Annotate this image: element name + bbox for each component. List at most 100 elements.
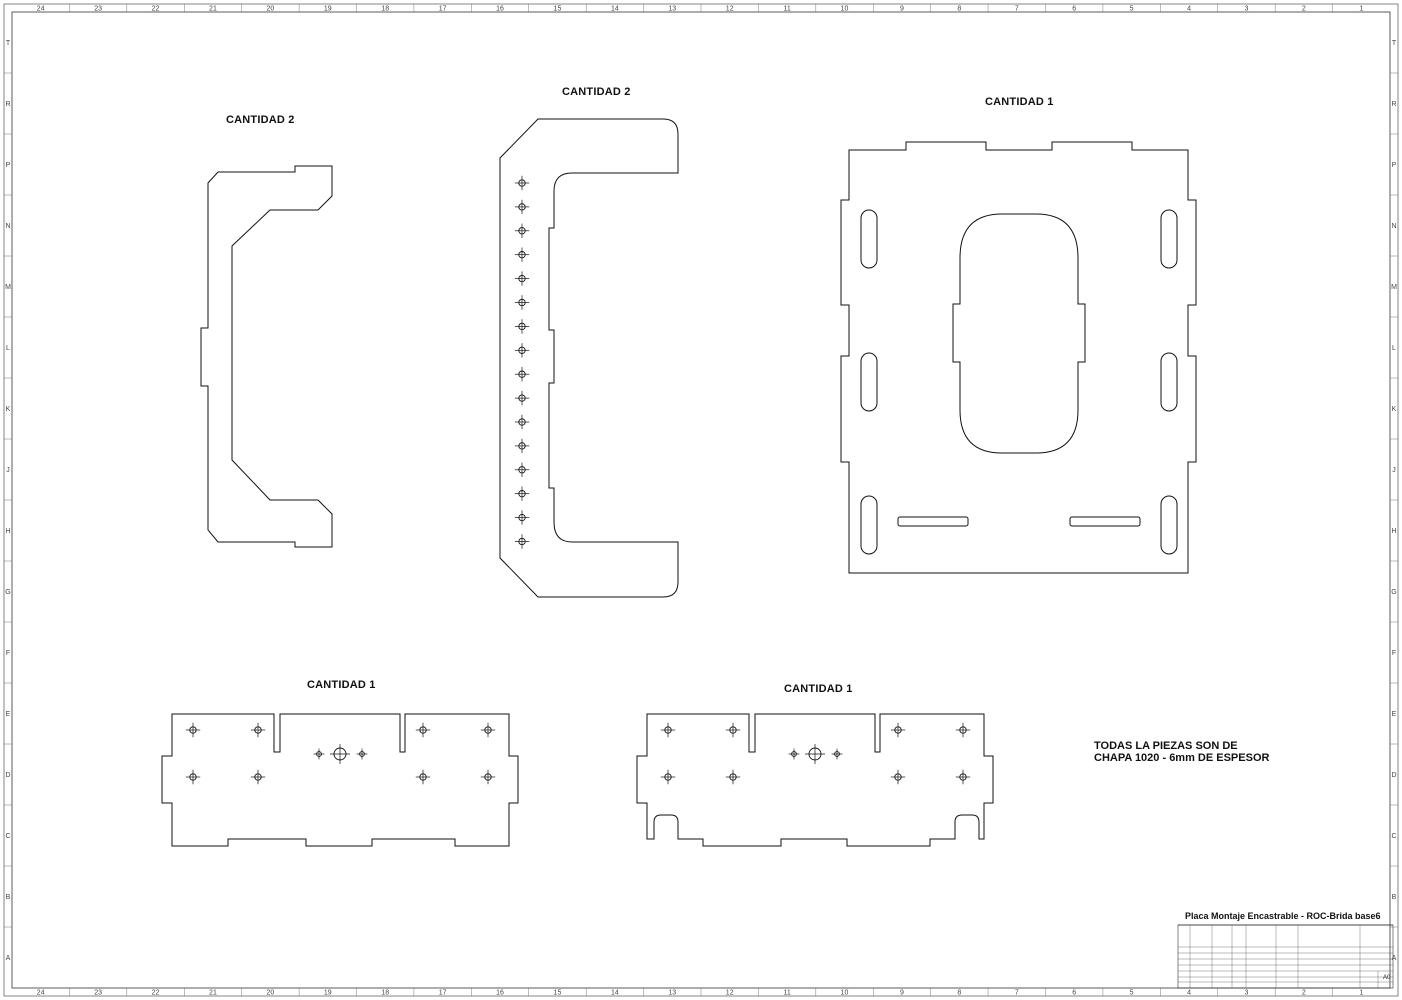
flange-left-quantity-label: CANTIDAD 1	[307, 679, 376, 691]
flange-right-outline	[636, 713, 994, 847]
border-column-number: 21	[209, 990, 217, 997]
base-plate-slot	[860, 209, 878, 269]
border-column-number: 16	[496, 6, 504, 13]
border-column-number: 20	[266, 990, 274, 997]
border-column-number: 6	[1072, 990, 1076, 997]
border-row-letter: M	[1391, 284, 1397, 291]
inner-border	[11, 11, 1391, 989]
border-row-letter: F	[1392, 650, 1396, 657]
base-plate-slot	[1160, 495, 1178, 555]
border-row-letter: M	[5, 284, 11, 291]
border-column-number: 8	[957, 6, 961, 13]
material-note-line-1: TODAS LA PIEZAS SON DE	[1094, 740, 1238, 752]
border-column-number: 14	[611, 6, 619, 13]
border-row-letter: D	[5, 772, 10, 779]
mounting-hole	[890, 769, 906, 785]
mounting-hole	[250, 722, 266, 738]
border-column-number: 11	[783, 6, 790, 13]
mounting-hole	[514, 390, 530, 406]
title-block-sheet-size: A0	[1383, 975, 1391, 981]
border-column-number: 15	[554, 6, 562, 13]
flange-left-hole-pattern	[185, 722, 496, 785]
pin-hole	[313, 748, 325, 760]
flange-right-quantity-label: CANTIDAD 1	[784, 683, 853, 695]
center-hole	[330, 744, 350, 764]
mounting-hole	[725, 722, 741, 738]
mounting-hole	[514, 199, 530, 215]
title-block-grid	[1178, 925, 1393, 988]
mounting-hole	[514, 319, 530, 334]
border-row-letter: P	[6, 162, 11, 169]
flange-right-part: CANTIDAD 1	[636, 683, 994, 847]
border-column-number: 18	[381, 6, 389, 13]
mounting-hole	[480, 722, 496, 738]
flange-left-outline	[161, 713, 519, 847]
bracket-left-outline	[200, 165, 333, 548]
border-row-letter: N	[1391, 223, 1396, 230]
border-column-number: 9	[900, 990, 904, 997]
border-column-number: 20	[266, 6, 274, 13]
pin-hole	[356, 748, 368, 760]
mounting-hole	[725, 769, 741, 785]
border-row-letter: A	[1392, 955, 1397, 962]
border-row-letter: L	[6, 345, 10, 352]
title-block-title: Placa Montaje Encastrable - ROC-Brida ba…	[1185, 911, 1381, 921]
border-row-letter: K	[6, 406, 11, 413]
border-row-letter: R	[5, 101, 10, 108]
border-row-letter: D	[1391, 772, 1396, 779]
border-column-number: 16	[496, 990, 504, 997]
mounting-hole	[955, 722, 971, 738]
flange-right-hole-pattern	[660, 722, 971, 785]
border-column-number: 21	[209, 6, 217, 13]
border-column-number: 13	[668, 990, 676, 997]
base-plate-horizontal-slot	[1069, 516, 1141, 527]
mounting-hole	[660, 769, 676, 785]
mounting-hole	[514, 486, 530, 501]
border-row-letter: C	[5, 833, 10, 840]
border-column-number: 2	[1302, 6, 1306, 13]
base-plate-quantity-label: CANTIDAD 1	[985, 96, 1054, 108]
material-note: TODAS LA PIEZAS SON DE CHAPA 1020 - 6mm …	[1094, 740, 1270, 764]
border-column-number: 14	[611, 990, 619, 997]
border-row-letter: J	[1392, 467, 1396, 474]
bracket-middle-outline	[499, 118, 679, 598]
center-hole	[805, 744, 825, 764]
mounting-hole	[514, 414, 530, 430]
border-column-number: 22	[152, 6, 160, 13]
mounting-hole	[415, 722, 431, 738]
border-row-letter: K	[1392, 406, 1397, 413]
border-column-number: 24	[37, 6, 45, 13]
border-row-letter: T	[1392, 40, 1397, 47]
border-row-letter: T	[6, 40, 11, 47]
border-column-number: 17	[439, 990, 447, 997]
border-column-number: 23	[94, 6, 102, 13]
material-note-line-2: CHAPA 1020 - 6mm DE ESPESOR	[1094, 752, 1270, 764]
border-column-number: 11	[783, 990, 790, 997]
border-column-number: 5	[1130, 990, 1134, 997]
border-column-number: 7	[1015, 990, 1019, 997]
mounting-hole	[514, 271, 530, 286]
border-column-number: 22	[152, 990, 160, 997]
flange-left-part: CANTIDAD 1	[161, 679, 519, 847]
mounting-hole	[890, 722, 906, 738]
mounting-hole	[514, 367, 530, 382]
border-column-number: 24	[37, 990, 45, 997]
border-column-number: 4	[1187, 6, 1191, 13]
mounting-hole	[514, 175, 530, 191]
mounting-hole	[514, 343, 530, 358]
border-column-number: 1	[1359, 6, 1363, 13]
base-plate-outline	[840, 141, 1197, 574]
border-column-number: 10	[841, 6, 849, 13]
border-row-letter: E	[6, 711, 11, 718]
bracket-middle-quantity-label: CANTIDAD 2	[562, 86, 631, 98]
border-column-number: 3	[1245, 990, 1249, 997]
border-row-letter: L	[1392, 345, 1396, 352]
outer-border	[3, 3, 1399, 997]
base-plate-center-cutout	[952, 213, 1086, 454]
border-row-letter: F	[6, 650, 10, 657]
border-row-letter: N	[5, 223, 10, 230]
border-row-letter: P	[1392, 162, 1397, 169]
mounting-hole	[514, 534, 530, 549]
border-row-letter: H	[5, 528, 10, 535]
